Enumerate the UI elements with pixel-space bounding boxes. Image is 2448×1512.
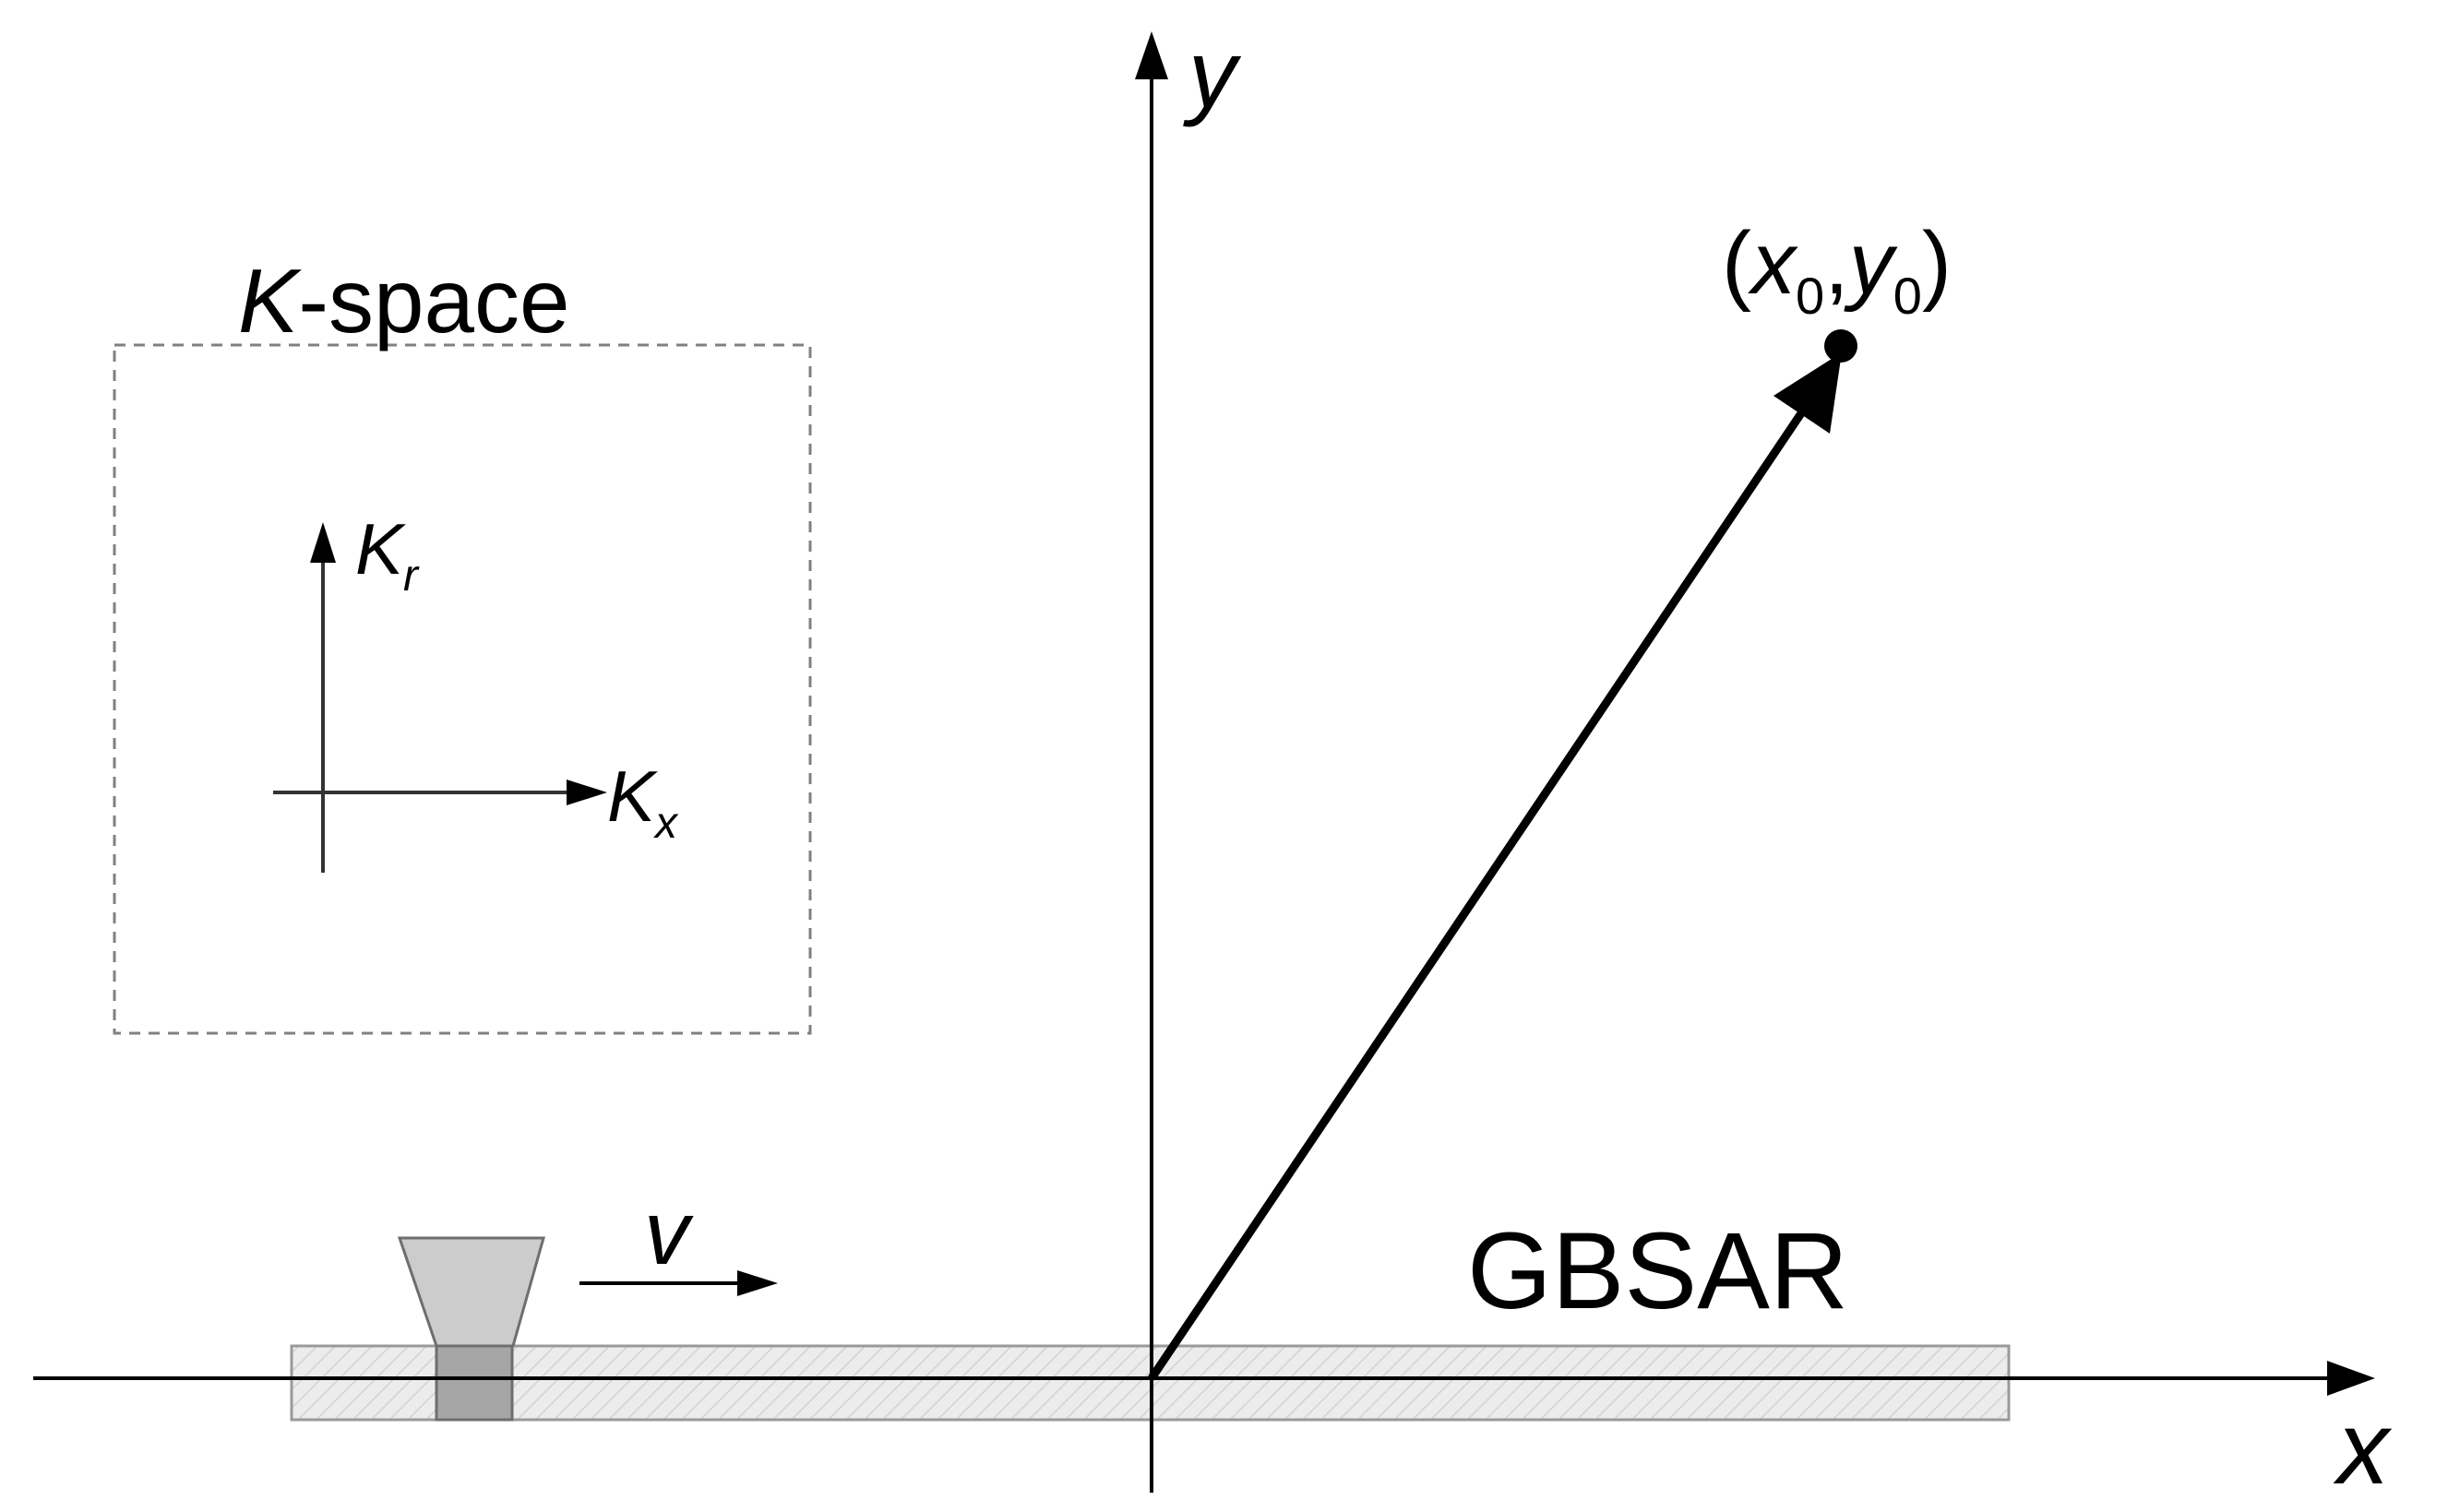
antenna-base: [435, 1344, 514, 1422]
target-x-subscript: 0: [1796, 267, 1824, 325]
kr-label: Kr: [355, 508, 420, 601]
target-open-paren: (: [1722, 214, 1751, 313]
kx-label-sub: x: [653, 799, 679, 848]
kspace-box: [113, 343, 812, 1035]
x-axis-arrowhead: [2327, 1361, 2375, 1396]
y-axis-label: y: [1183, 21, 1242, 128]
velocity-arrowhead: [737, 1270, 778, 1296]
kr-label-sub: r: [403, 552, 420, 601]
target-point-label: (x0,y0): [1722, 214, 1952, 325]
x-axis-label: x: [2333, 1390, 2393, 1506]
velocity-label: v: [644, 1182, 694, 1283]
kr-axis-arrowhead: [310, 522, 336, 563]
kx-axis-arrowhead: [567, 780, 607, 805]
kr-label-main: K: [355, 508, 406, 589]
target-y-subscript: 0: [1893, 267, 1922, 325]
target-vector-line: [1148, 411, 1805, 1381]
antenna-horn: [397, 1236, 545, 1348]
gbsar-label: GBSAR: [1467, 1210, 1848, 1332]
kspace-title: K-space: [238, 250, 570, 351]
y-axis-arrowhead: [1135, 31, 1168, 79]
kx-label-main: K: [607, 756, 658, 837]
target-point: [1824, 329, 1857, 363]
target-vector-arrowhead: [1773, 352, 1842, 434]
target-y-symbol: y: [1844, 214, 1898, 313]
target-comma: ,: [1824, 214, 1849, 313]
kx-label: Kx: [607, 756, 679, 848]
kspace-title-k: K: [238, 250, 302, 351]
target-close-paren: ): [1922, 214, 1952, 313]
kspace-title-rest: -space: [298, 250, 569, 351]
target-x-symbol: x: [1748, 214, 1798, 313]
